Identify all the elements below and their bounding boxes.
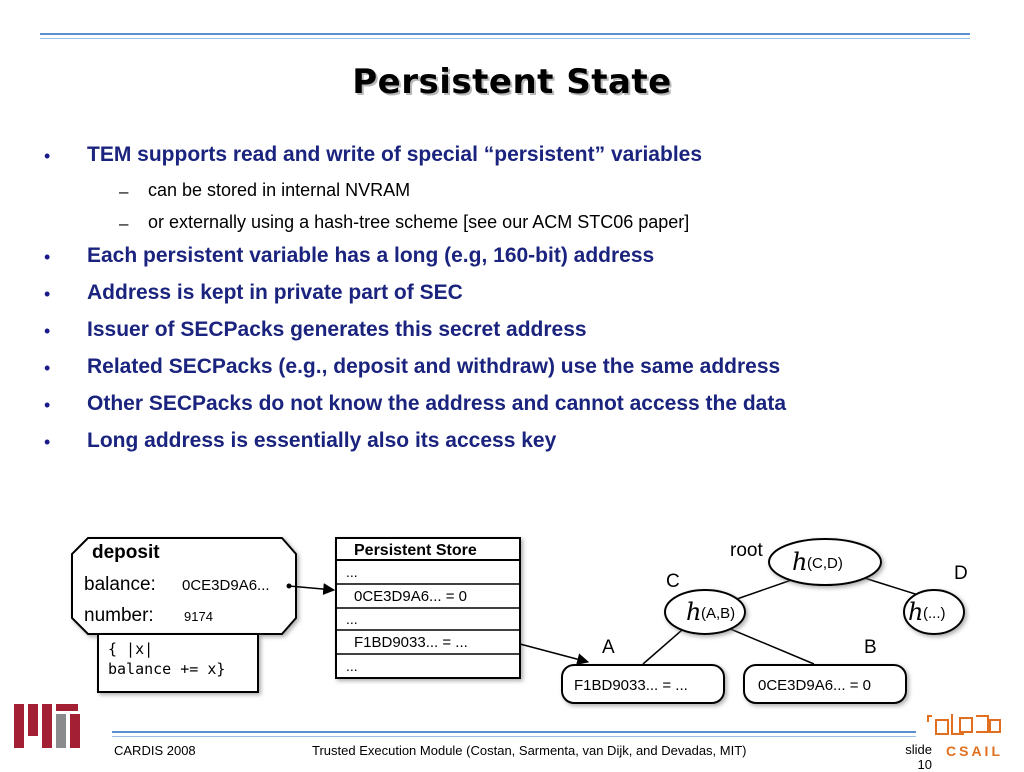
footer-title: Trusted Execution Module (Costan, Sarmen… [312,743,747,758]
pointer-arrow [288,583,336,596]
store-row: 0CE3D9A6... = 0 [354,588,467,605]
root-hash-node: h (C,D) [768,538,882,586]
slide-number-value: 10 [917,757,932,772]
root-label: root [730,540,763,561]
code-box: { |x| balance += x} [97,633,259,693]
node-label-d: D [954,563,968,584]
store-row: ... [346,611,358,627]
slide-label: slide [905,742,932,757]
sub-bullet-glyph: – [119,182,129,201]
balance-label: balance: [84,574,156,595]
bullet-item: • Other SECPacks do not know the address… [44,392,1004,429]
node-label-a: A [602,637,615,658]
balance-value: 0CE3D9A6... [182,577,270,594]
node-label-c: C [666,571,680,592]
deposit-secpack: deposit balance: 0CE3D9A6... number: 917… [71,537,297,635]
bullet-text: Address is kept in private part of SEC [87,281,463,304]
footer-conference: CARDIS 2008 [114,743,196,758]
bullet-text: Each persistent variable has a long (e.g… [87,244,655,267]
bullet-glyph: • [44,395,51,415]
code-line: { |x| [108,640,153,658]
code-line: balance += x} [108,660,225,678]
store-header: Persistent Store [354,542,477,559]
sub-bullet-glyph: – [119,214,129,233]
hash-node-d: h (...) [903,589,965,635]
store-row: F1BD9033... = ... [354,634,468,651]
hash-tree-diagram: deposit balance: 0CE3D9A6... number: 917… [71,537,968,704]
bullet-glyph: • [44,247,51,267]
footer-rule-thin [112,736,916,737]
bullet-text: TEM supports read and write of special “… [87,143,703,166]
store-row: ... [346,658,358,674]
bullet-list: • TEM supports read and write of special… [44,143,1004,466]
mit-logo [14,704,80,748]
hash-args: (...) [923,605,946,622]
bullet-item: • Address is kept in private part of SEC [44,281,1004,318]
bullet-text: Related SECPacks (e.g., deposit and with… [87,355,781,378]
top-rule [40,33,970,35]
number-value: 9174 [184,609,213,624]
hash-args: (C,D) [807,555,843,572]
bullet-item: • Related SECPacks (e.g., deposit and wi… [44,355,1004,392]
sub-bullet-text: can be stored in internal NVRAM [148,180,411,200]
top-rule-thin [40,38,970,39]
bullet-glyph: • [44,358,51,378]
leaf-value: F1BD9033... = ... [574,677,688,694]
node-label-b: B [864,637,877,658]
bullet-glyph: • [44,146,51,166]
sub-bullet-item: – can be stored in internal NVRAM [44,180,1004,212]
deposit-title: deposit [92,542,160,563]
hash-args: (A,B) [701,605,735,622]
hash-symbol: h [686,598,701,626]
hash-node-c: h (A,B) [664,589,746,635]
store-row: ... [346,564,358,580]
bullet-glyph: • [44,284,51,304]
slide-title: Persistent State [352,62,672,102]
bullet-item: • TEM supports read and write of special… [44,143,1004,180]
number-label: number: [84,605,154,626]
hash-symbol: h [908,598,923,626]
bullet-glyph: • [44,321,51,341]
bullet-glyph: • [44,432,51,452]
csail-logo: CSAIL [927,714,1003,759]
tree-edge [642,629,683,665]
bullet-text: Other SECPacks do not know the address a… [87,392,787,415]
leaf-value: 0CE3D9A6... = 0 [758,677,871,694]
leaf-b: 0CE3D9A6... = 0 [743,664,907,704]
persistent-store-table: Persistent Store ... 0CE3D9A6... = 0 ...… [335,537,521,679]
footer-rule [112,731,916,733]
bullet-text: Issuer of SECPacks generates this secret… [87,318,587,341]
csail-text: CSAIL [946,743,1003,759]
leaf-arrow [519,643,590,666]
bullet-item: • Long address is essentially also its a… [44,429,1004,466]
bullet-item: • Each persistent variable has a long (e… [44,244,1004,281]
leaf-a: F1BD9033... = ... [561,664,725,704]
sub-bullet-item: – or externally using a hash-tree scheme… [44,212,1004,244]
hash-symbol: h [792,548,807,576]
sub-bullet-text: or externally using a hash-tree scheme [… [148,212,690,232]
bullet-text: Long address is essentially also its acc… [87,429,557,452]
tree-edge [727,627,815,665]
bullet-item: • Issuer of SECPacks generates this secr… [44,318,1004,355]
